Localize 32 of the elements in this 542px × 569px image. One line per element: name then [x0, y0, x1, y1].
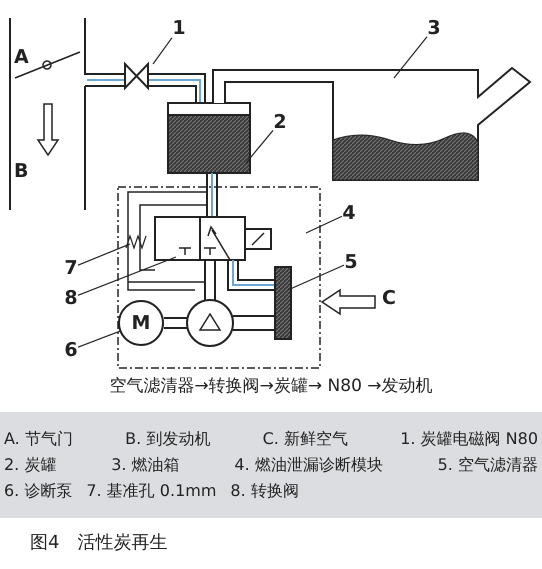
legend-text: 6. 诊断泵 — [4, 483, 72, 499]
callout-number: 1 — [172, 17, 186, 39]
leader-line — [78, 330, 120, 348]
callout-number: 3 — [427, 17, 441, 39]
leader-line — [246, 130, 274, 164]
legend-text: 1. 炭罐电磁阀 N80 — [400, 431, 538, 447]
legend-text: 3. 燃油箱 — [111, 457, 180, 473]
callout-number: 8 — [64, 287, 78, 309]
leader-line — [394, 36, 428, 78]
callout-number: 2 — [273, 111, 287, 133]
part-label: C — [382, 289, 396, 308]
leader-line — [78, 256, 176, 296]
callout-number: 6 — [64, 339, 78, 361]
legend-text: 2. 炭罐 — [4, 457, 56, 473]
caption: 图4 活性炭再生 — [30, 534, 168, 552]
flow-text: 空气滤清器→转换阀→炭罐→ N80 →发动机 — [109, 378, 433, 395]
leader-line — [306, 216, 342, 234]
callout-number: 5 — [344, 251, 358, 273]
leader-line — [78, 243, 130, 266]
legend-text: B. 到发动机 — [125, 431, 210, 447]
callout-number: 4 — [342, 202, 356, 224]
part-label: B — [14, 162, 28, 181]
legend-text: A. 节气门 — [4, 431, 73, 447]
part-label: A — [14, 48, 29, 67]
legend-text: C. 新鲜空气 — [262, 431, 348, 447]
leader-line — [288, 264, 344, 291]
legend-text: 5. 空气滤清器 — [438, 457, 538, 473]
legend-text: 8. 转换阀 — [230, 483, 299, 499]
legend-text: 4. 燃油泄漏诊断模块 — [234, 457, 383, 473]
leader-line — [152, 37, 172, 64]
callout-number: 7 — [64, 257, 78, 279]
legend-text: 7. 基准孔 0.1mm — [86, 483, 216, 499]
